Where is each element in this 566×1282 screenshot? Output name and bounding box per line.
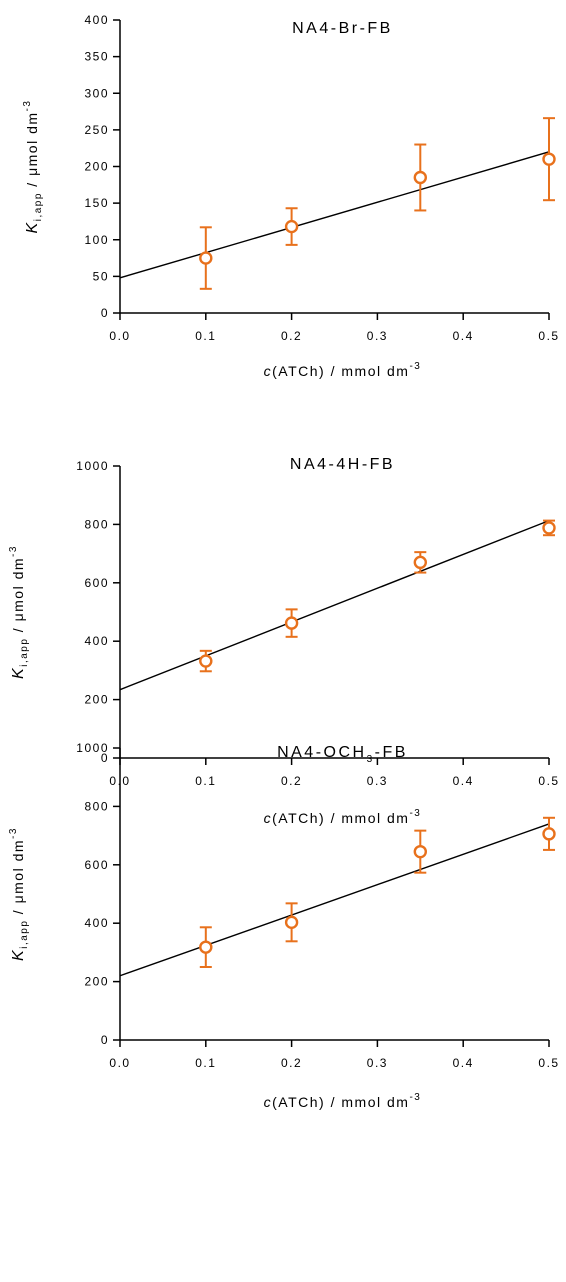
x-label-var: c (264, 363, 273, 379)
data-point (542, 152, 556, 166)
y-label-exponent: -3 (22, 100, 33, 112)
fit-line (119, 151, 550, 279)
x-tick-label: 0.4 (453, 329, 474, 343)
chart-title-main: NA4-4H-FB (290, 456, 395, 473)
x-label-var: c (264, 1094, 273, 1110)
x-tick-label: 0.4 (453, 774, 474, 788)
x-axis-label: c(ATCh) / mmol dm-3 (264, 361, 422, 379)
x-axis-label: c(ATCh) / mmol dm-3 (264, 808, 422, 826)
y-tick-label: 0 (101, 751, 109, 765)
x-tick-label: 0.1 (195, 774, 216, 788)
y-tick-label: 100 (84, 233, 109, 247)
data-point (413, 844, 427, 859)
chart-title-main: NA4-OCH (277, 744, 367, 761)
chart-title: NA4-OCH3-FB (277, 744, 408, 765)
x-axis-label: c(ATCh) / mmol dm-3 (264, 1092, 422, 1110)
x-tick-label: 0.5 (538, 1056, 559, 1070)
x-label-unit: (ATCh) / mmol dm (272, 810, 409, 826)
fit-line (119, 823, 550, 977)
y-tick-label: 250 (84, 123, 109, 137)
x-tick-label: 0.4 (453, 1056, 474, 1070)
y-label-subscript: i,app (19, 920, 30, 949)
chart-panel-3: 0 200 400 600 800 1000 0.0 0.1 0.2 0.3 0.4 0.5 NA4-O… (8, 741, 559, 1110)
data-point (199, 251, 213, 265)
y-tick-label: 0 (101, 306, 109, 320)
x-label-exponent: -3 (409, 1092, 421, 1103)
x-tick-label: 0.2 (281, 774, 302, 788)
chart-title-subscript: 3 (367, 754, 375, 765)
y-tick-label: 400 (84, 13, 109, 27)
y-axis-label: Ki,app / μmol dm-3 (8, 545, 30, 679)
x-tick-label: 0.5 (538, 329, 559, 343)
y-tick-label: 50 (93, 269, 109, 283)
data-point (284, 616, 299, 630)
y-tick-label: 1000 (76, 741, 109, 755)
x-label-var: c (264, 810, 273, 826)
chart-panel-1: 0 50 100 150 200 250 300 350 400 0.0 0.1 0.2 0.3 0.4 0… (22, 13, 559, 379)
y-tick-label: 0 (101, 1033, 109, 1047)
y-label-var: K (24, 221, 41, 233)
data-point (199, 940, 213, 954)
y-tick-label: 600 (84, 576, 109, 590)
x-label-unit: (ATCh) / mmol dm (272, 1094, 409, 1110)
y-tick-label: 300 (84, 86, 109, 100)
y-tick-label: 600 (84, 858, 109, 872)
data-point (284, 219, 299, 234)
y-tick-label: 150 (84, 196, 109, 210)
x-label-exponent: -3 (409, 361, 421, 372)
fit-line (119, 519, 550, 691)
x-label-unit: (ATCh) / mmol dm (272, 363, 409, 379)
x-tick-label: 0.3 (367, 329, 388, 343)
y-label-exponent: -3 (8, 827, 19, 839)
x-tick-label: 0.0 (109, 329, 130, 343)
x-tick-label: 0.0 (109, 1056, 130, 1070)
y-label-unit: / μmol dm (10, 557, 26, 638)
y-tick-label: 800 (84, 799, 109, 813)
data-point (413, 170, 427, 185)
x-tick-label: 0.2 (281, 1056, 302, 1070)
x-tick-label: 0.1 (195, 1056, 216, 1070)
data-point (284, 915, 299, 930)
y-tick-label: 200 (84, 693, 109, 707)
chart-title: NA4-Br-FB (292, 20, 393, 37)
y-tick-label: 200 (84, 160, 109, 174)
y-axis-label: Ki,app / μmol dm-3 (8, 827, 30, 961)
y-label-unit: / μmol dm (10, 839, 26, 920)
data-point (542, 521, 556, 535)
data-point (199, 654, 213, 668)
y-label-subscript: i,app (33, 192, 44, 221)
y-tick-label: 1000 (76, 459, 109, 473)
y-tick-label: 200 (84, 975, 109, 989)
x-tick-label: 0.5 (538, 774, 559, 788)
y-tick-label: 400 (84, 916, 109, 930)
y-axis-label: Ki,app / μmol dm-3 (22, 100, 44, 234)
data-point (413, 555, 427, 570)
x-tick-label: 0.3 (367, 1056, 388, 1070)
y-label-var: K (10, 667, 27, 679)
y-tick-label: 400 (84, 634, 109, 648)
chart-title: NA4-4H-FB (290, 456, 395, 473)
x-tick-label: 0.2 (281, 329, 302, 343)
y-label-var: K (10, 949, 27, 961)
y-label-exponent: -3 (8, 545, 19, 557)
y-tick-label: 800 (84, 517, 109, 531)
y-label-subscript: i,app (19, 638, 30, 667)
y-label-unit: / μmol dm (24, 111, 40, 192)
chart-title-main: NA4-Br-FB (292, 20, 393, 37)
data-point (542, 827, 556, 841)
y-tick-label: 350 (84, 50, 109, 64)
x-tick-label: 0.3 (367, 774, 388, 788)
x-tick-label: 0.1 (195, 329, 216, 343)
chart-title-suffix: -FB (375, 744, 408, 761)
x-label-exponent: -3 (409, 808, 421, 819)
